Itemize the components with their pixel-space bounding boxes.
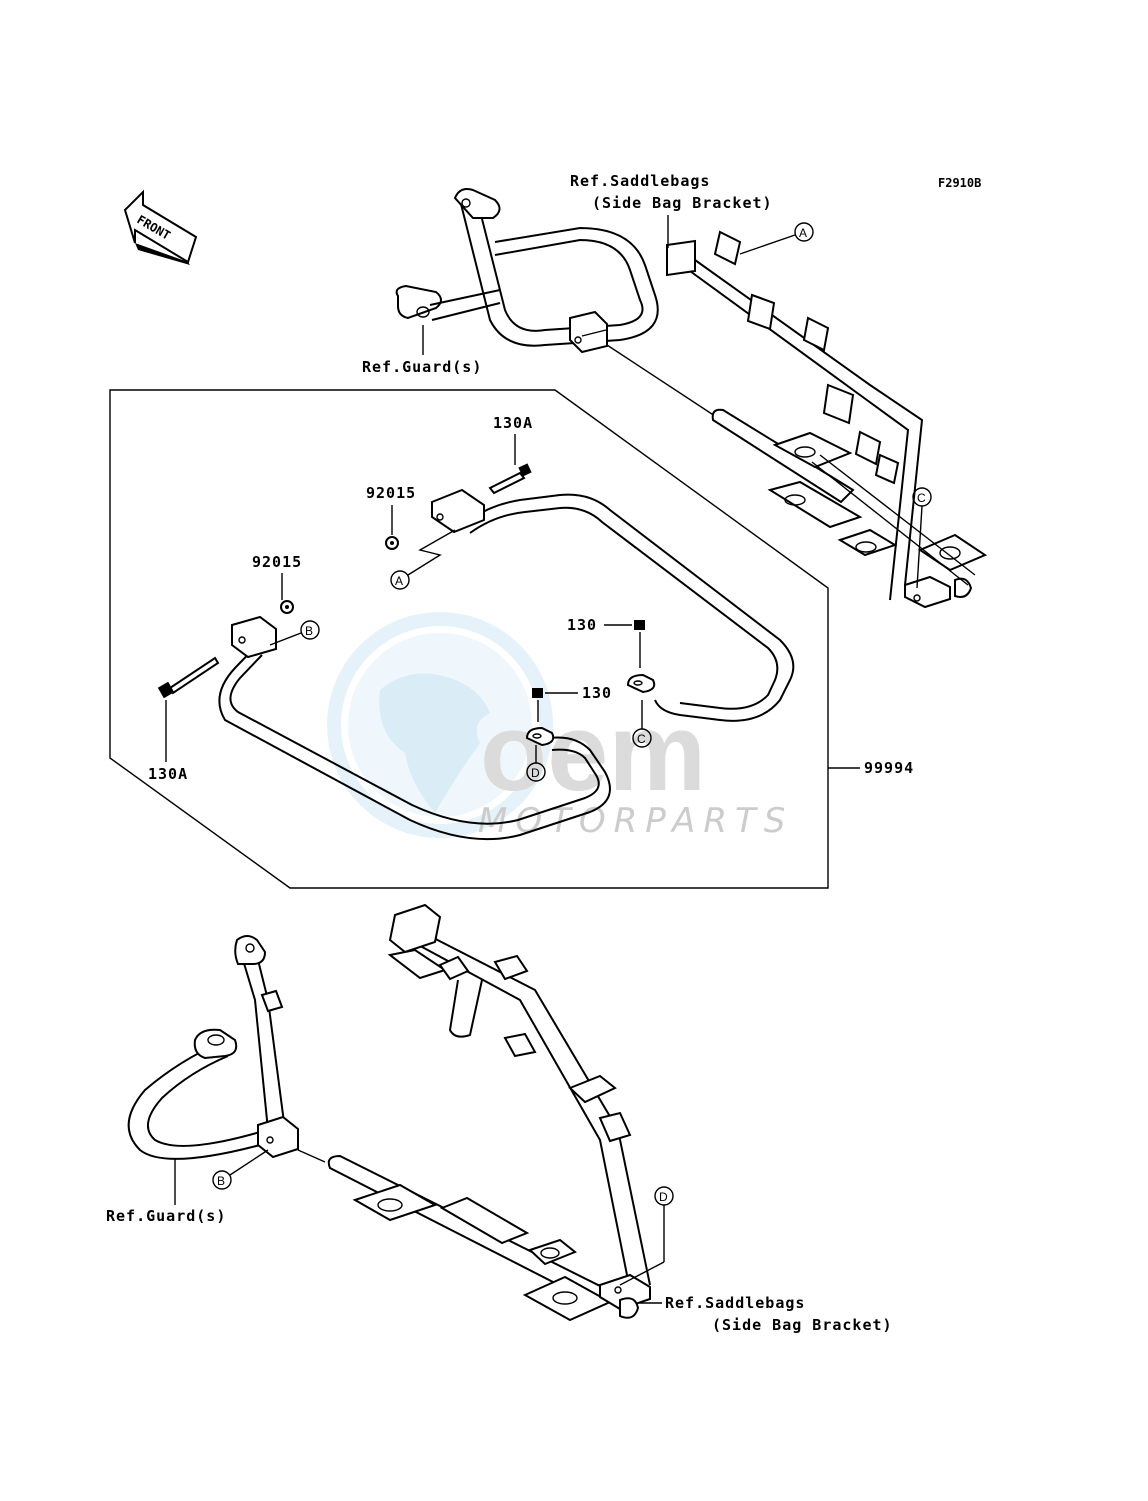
callout-b-bottom: B <box>212 1170 232 1190</box>
svg-text:C: C <box>917 491 926 505</box>
guard-bar-set <box>157 463 795 841</box>
saddlebags-top-label-1: Ref.Saddlebags <box>570 172 710 190</box>
part-92015-upper: 92015 <box>366 484 416 502</box>
svg-text:A: A <box>395 574 403 588</box>
guard-bottom-label: Ref.Guard(s) <box>106 1207 226 1225</box>
part-130-center: 130 <box>582 684 612 702</box>
part-130A-upper: 130A <box>493 414 533 432</box>
svg-text:C: C <box>637 732 646 746</box>
callout-d-bottom: D <box>654 1186 674 1206</box>
part-99994-label: 99994 <box>864 759 914 777</box>
saddlebags-bottom-label-2: (Side Bag Bracket) <box>712 1316 893 1334</box>
callout-a-inner: A <box>390 570 410 590</box>
part-130A-left: 130A <box>148 765 188 783</box>
svg-text:D: D <box>531 766 540 780</box>
callout-c-top: C <box>912 487 932 507</box>
front-arrow-icon: FRONT <box>123 189 198 265</box>
saddlebags-top-label-2: (Side Bag Bracket) <box>592 194 773 212</box>
watermark-sub: MOTORPARTS <box>478 801 793 841</box>
svg-text:B: B <box>305 624 313 638</box>
svg-text:B: B <box>217 1174 225 1188</box>
saddlebags-bottom-label-1: Ref.Saddlebags <box>665 1294 805 1312</box>
svg-text:A: A <box>799 226 807 240</box>
kit-box <box>109 389 860 889</box>
watermark: oem MOTORPARTS <box>327 612 793 841</box>
svg-text:D: D <box>659 1190 668 1204</box>
callout-a-top: A <box>794 222 814 242</box>
callout-b-inner: B <box>300 620 320 640</box>
bottom-frame-assembly <box>127 903 651 1322</box>
guard-top-label: Ref.Guard(s) <box>362 358 482 376</box>
watermark-brand: oem <box>480 691 706 814</box>
part-92015-left: 92015 <box>252 553 302 571</box>
part-130-right: 130 <box>567 616 597 634</box>
diagram-code: F2910B <box>938 176 981 190</box>
top-frame-assembly <box>395 188 988 609</box>
